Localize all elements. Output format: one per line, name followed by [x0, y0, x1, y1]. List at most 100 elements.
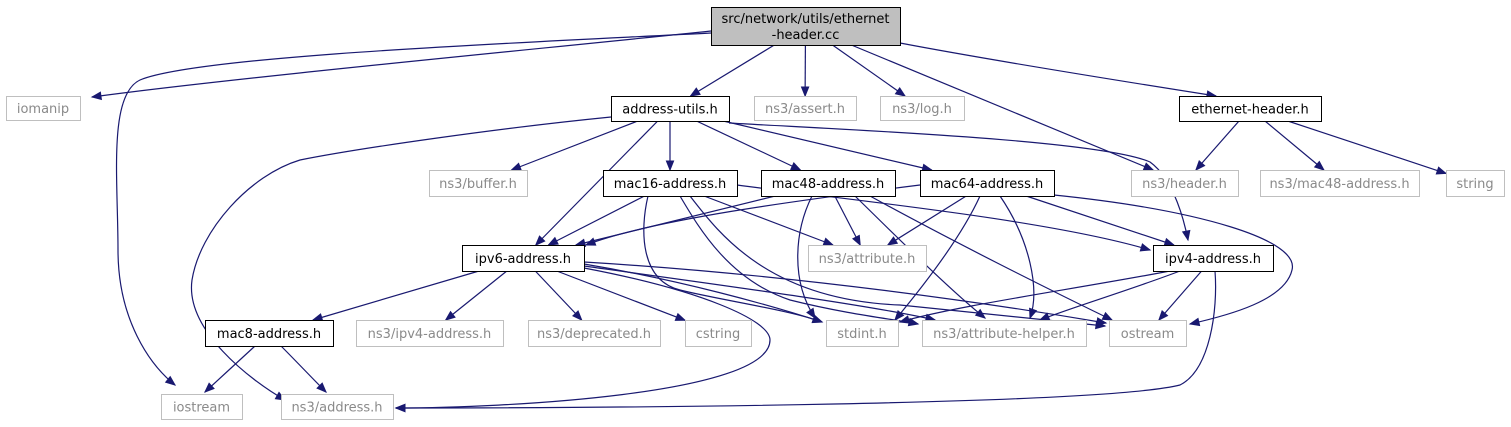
edge-line — [1026, 195, 1174, 246]
node-box — [462, 245, 585, 272]
edge-arrowhead — [534, 235, 546, 246]
node-box — [1109, 320, 1187, 347]
node-root[interactable]: src/network/utils/ethernet-header.cc — [711, 7, 901, 46]
node-address-utils[interactable]: address-utils.h — [611, 96, 730, 122]
node-box — [826, 320, 899, 347]
node-ns3-deprecated: ns3/deprecated.h — [528, 320, 661, 347]
edge-line — [723, 120, 932, 171]
edge-arrowhead — [164, 375, 177, 386]
edge-line — [797, 195, 816, 319]
edge-mac16-address-to-ipv6-address — [547, 195, 645, 246]
node-label: iomanip — [17, 102, 69, 117]
edge-arrowhead — [1029, 307, 1038, 320]
node-label: ns3/log.h — [892, 102, 952, 117]
edge-line — [679, 195, 919, 325]
node-box — [880, 96, 965, 121]
node-mac8-address[interactable]: mac8-address.h — [205, 320, 334, 347]
node-box — [603, 170, 738, 197]
node-assert: ns3/assert.h — [754, 96, 857, 121]
edge-line — [728, 122, 1189, 241]
edge-line — [534, 270, 583, 321]
edge-arrowhead — [584, 237, 597, 246]
nodes-layer: src/network/utils/ethernet-header.cc ioma… — [6, 7, 1505, 420]
edge-root-to-ethernet-header — [899, 42, 1218, 99]
edge-line — [535, 120, 659, 246]
node-ostream: ostream — [1109, 320, 1187, 347]
edge-root-to-log — [832, 44, 907, 97]
edge-arrowhead — [1142, 162, 1155, 171]
node-box — [754, 96, 857, 121]
edge-arrowhead — [311, 313, 324, 322]
edge-arrowhead — [1101, 311, 1114, 321]
edge-mac64-address-to-ns3-attribute — [886, 195, 967, 246]
node-box — [528, 320, 661, 347]
edge-line — [548, 195, 645, 246]
node-ns3-mac48-address: ns3/mac48-address.h — [1260, 170, 1420, 197]
node-label: ns3/header.h — [1142, 177, 1227, 192]
edge-ethernet-header-to-ns3-mac48-address — [1264, 120, 1325, 171]
edge-address-utils-to-ns3-buffer — [510, 120, 639, 171]
node-ethernet-header[interactable]: ethernet-header.h — [1179, 96, 1322, 122]
edge-line — [1158, 270, 1203, 321]
node-box — [281, 394, 394, 420]
edge-arrowhead — [394, 403, 406, 413]
edge-ipv6-address-to-cstring — [556, 270, 687, 321]
node-label: string — [1456, 177, 1493, 192]
edge-arrowhead — [1181, 229, 1191, 242]
edge-root-to-assert — [800, 44, 810, 98]
edge-arrowhead — [1313, 160, 1325, 171]
node-box — [1179, 96, 1322, 122]
edge-arrowhead — [444, 310, 456, 321]
node-ns3-attribute-helper: ns3/attribute-helper.h — [922, 320, 1087, 347]
edge-arrowhead — [1139, 243, 1152, 252]
edge-line — [115, 32, 712, 386]
edge-arrowhead — [800, 86, 810, 98]
edge-line — [1195, 120, 1240, 171]
edges-layer — [90, 30, 1448, 413]
node-ipv6-address[interactable]: ipv6-address.h — [462, 245, 585, 272]
edge-mac48-address-to-ostream — [869, 195, 1114, 321]
edge-arrowhead — [898, 315, 911, 324]
node-label: ipv4-address.h — [1165, 252, 1261, 267]
node-label: iostream — [173, 401, 230, 416]
node-label: ns3/attribute-helper.h — [933, 327, 1075, 342]
node-label: mac16-address.h — [614, 177, 726, 192]
node-mac48-address[interactable]: mac48-address.h — [761, 170, 896, 197]
node-box — [920, 170, 1055, 197]
node-box — [6, 96, 81, 121]
node-mac16-address[interactable]: mac16-address.h — [603, 170, 738, 197]
edge-arrowhead — [689, 87, 701, 97]
node-box — [685, 320, 752, 347]
edge-line — [851, 44, 1154, 171]
edge-ipv4-address-to-ostream — [1158, 270, 1203, 322]
node-label: mac64-address.h — [931, 177, 1043, 192]
edge-arrowhead — [1038, 312, 1051, 321]
edge-mac48-address-to-ns3-attribute — [834, 195, 861, 247]
edge-line — [583, 263, 823, 323]
edge-root-to-ns3-header — [851, 44, 1155, 171]
edge-line — [832, 44, 906, 97]
node-label: ns3/buffer.h — [439, 177, 517, 192]
node-label: ostream — [1121, 327, 1175, 342]
edge-line — [511, 120, 639, 171]
edge-arrowhead — [547, 236, 559, 246]
edge-arrowhead — [204, 382, 215, 393]
edge-line — [1264, 120, 1325, 171]
edge-mac48-address-to-stdint — [797, 195, 816, 320]
edge-line — [280, 345, 327, 393]
edge-root-to-iomanip — [90, 30, 712, 101]
edge-mac64-address-to-ipv4-address — [1026, 195, 1176, 247]
edge-arrowhead — [510, 162, 522, 171]
edge-arrowhead — [852, 234, 861, 247]
edge-line — [869, 195, 1113, 321]
edge-ipv6-address-to-stdint — [583, 263, 824, 324]
edge-arrowhead — [974, 308, 987, 319]
node-label: ns3/attribute.h — [819, 252, 916, 267]
edge-line — [445, 270, 508, 321]
edge-arrowhead — [1095, 317, 1108, 326]
node-box — [761, 170, 896, 197]
node-label: ns3/address.h — [291, 401, 382, 416]
edge-line — [312, 270, 480, 321]
node-mac64-address[interactable]: mac64-address.h — [920, 170, 1055, 197]
node-ipv4-address[interactable]: ipv4-address.h — [1153, 245, 1274, 272]
